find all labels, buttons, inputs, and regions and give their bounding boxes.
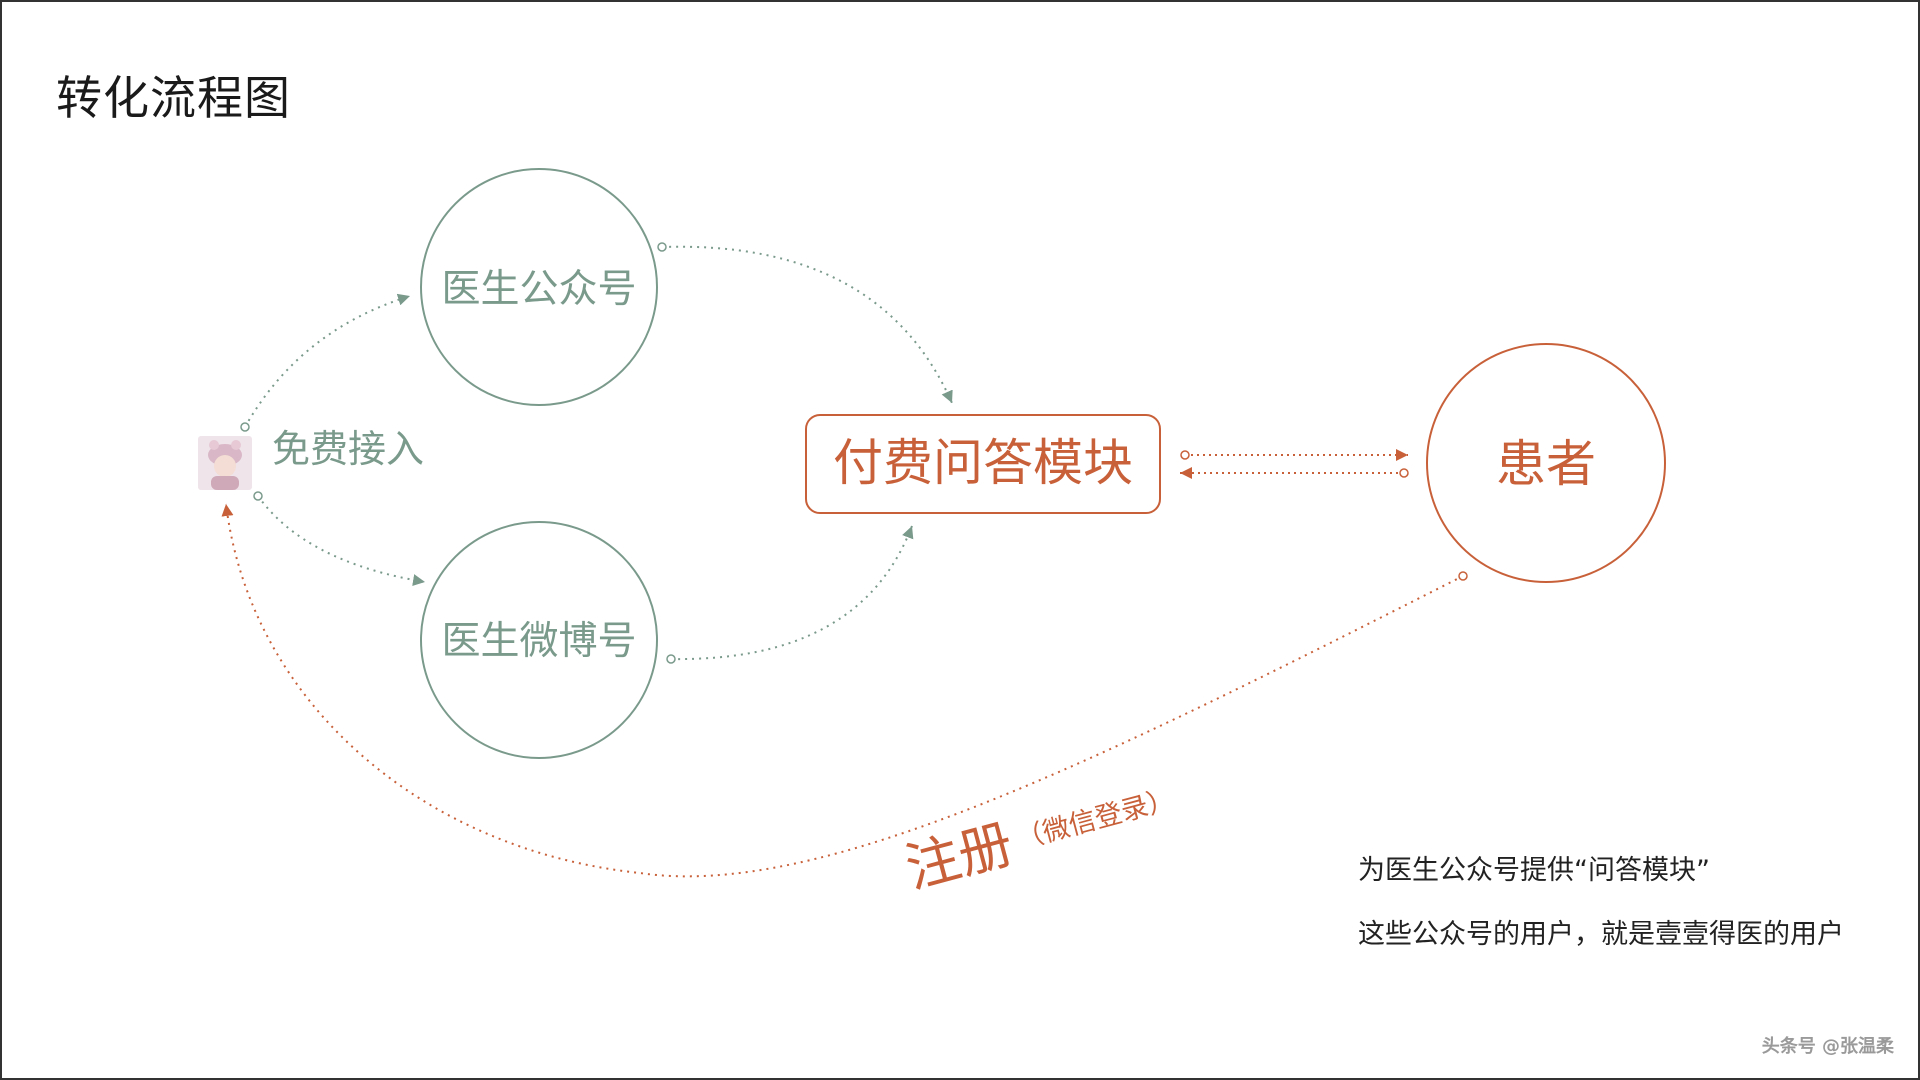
node-weibo-label: 医生微博号 [441,619,636,664]
caption-line-2: 这些公众号的用户，就是壹壹得医的用户 [1358,919,1844,950]
register-label-group: 注册 （微信登录） [899,784,1178,901]
arrow-free-to-gzh [244,293,411,428]
free-access-label: 免费接入 [272,427,424,471]
avatar [198,436,252,490]
node-patient-label: 患者 [1496,435,1596,493]
arrow-free-to-weibo [257,495,426,586]
arrow-weibo-to-module [670,525,914,661]
node-module-label: 付费问答模块 [833,434,1133,492]
node-weibo-circle [420,521,658,759]
arrow-register-curve [221,503,1464,878]
watermark: 头条号 @张温柔 [1761,1036,1894,1057]
node-module-box [805,414,1161,514]
page-title: 转化流程图 [56,71,291,125]
arrow-gzh-to-module [661,245,953,404]
wechat-login-label: （微信登录） [1013,784,1178,856]
register-label: 注册 [899,812,1020,901]
node-gzh-circle [420,168,658,406]
node-gzh-label: 医生公众号 [441,267,636,312]
caption-line-1: 为医生公众号提供“问答模块” [1358,855,1710,886]
node-patient-circle [1426,343,1666,583]
